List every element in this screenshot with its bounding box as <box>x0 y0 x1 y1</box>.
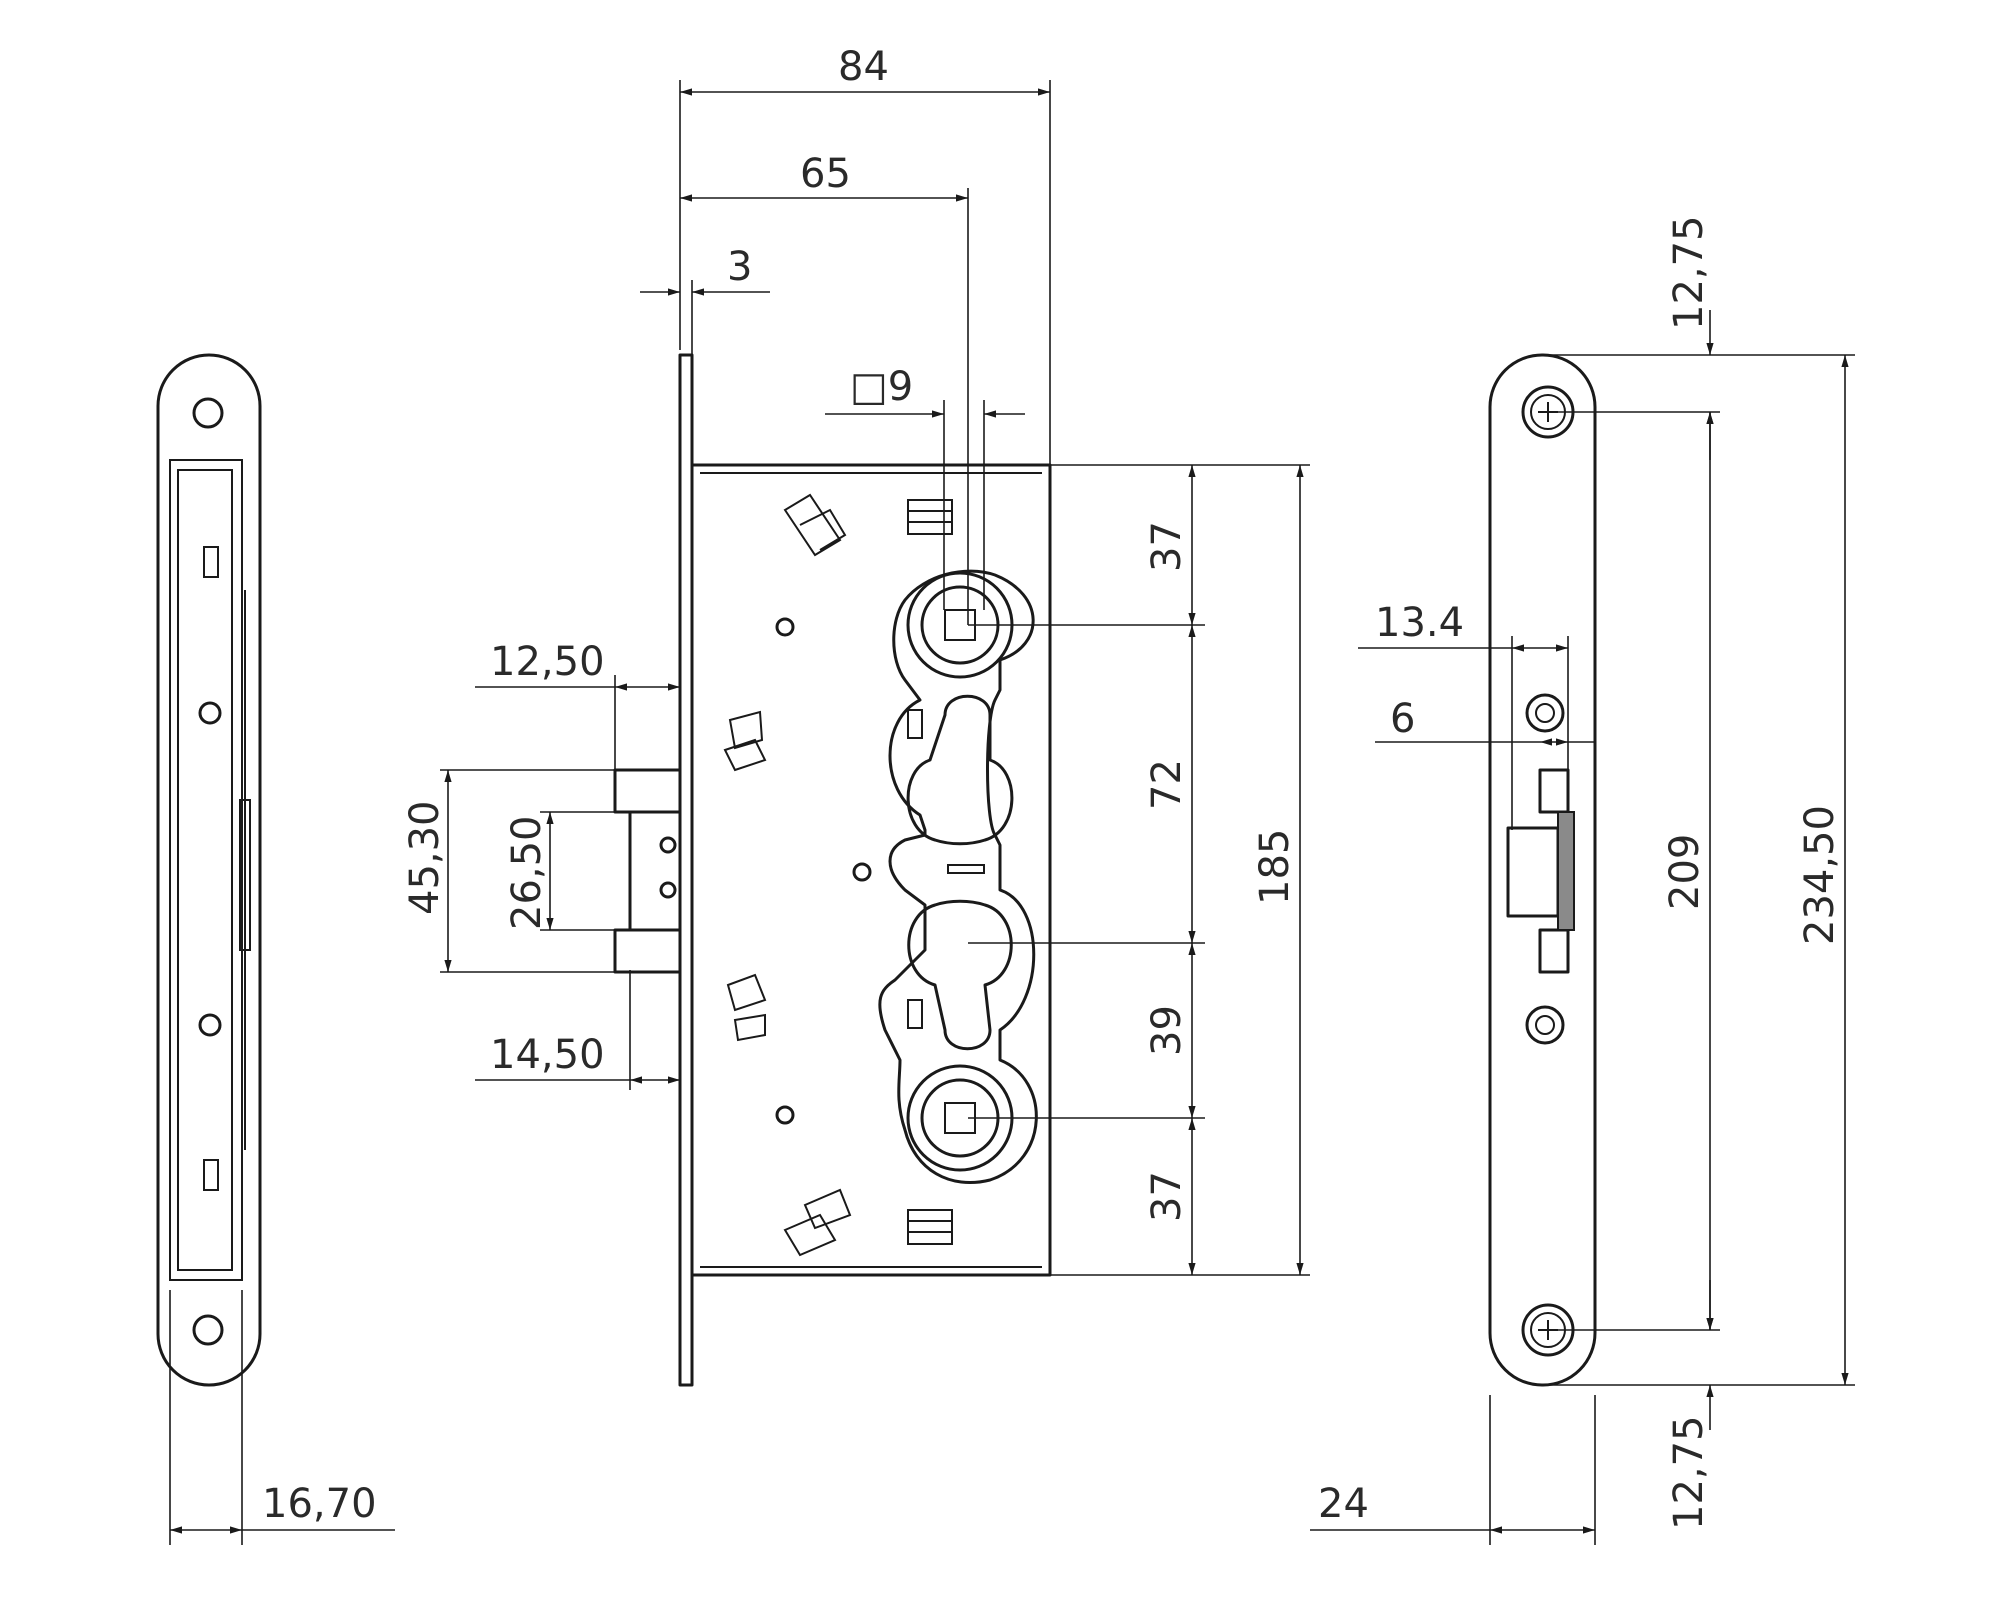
dim-12-75-bottom-label: 12,75 <box>1666 1415 1712 1530</box>
side-view: 16,70 <box>156 353 395 1545</box>
front-follower-plate <box>878 569 1038 1185</box>
front-slot-center <box>947 864 985 874</box>
side-slot-bottom <box>203 1159 219 1191</box>
side-top-screw-hole <box>192 397 224 429</box>
front-faceplate-strip <box>678 353 694 1387</box>
side-case-outline <box>169 459 243 1281</box>
front-upper-cylinder-cutout <box>906 694 1014 846</box>
side-case-inner <box>177 469 233 1271</box>
front-grille-bottom <box>907 1209 953 1245</box>
front-spring-mid-bottom <box>726 973 767 1042</box>
dim-185-label: 185 <box>1252 829 1298 905</box>
front-view: 84 65 3 □9 12,50 14,50 45,30 <box>402 44 1310 1387</box>
front-spring-bottom <box>783 1188 852 1257</box>
front-spring-top <box>783 493 847 557</box>
dim-72-label: 72 <box>1144 759 1190 810</box>
side-rivet-lower <box>198 1013 222 1037</box>
faceplate-latch-opening <box>1506 826 1560 918</box>
dim-65-label: 65 <box>800 151 851 197</box>
faceplate-bolt-bottom <box>1538 928 1570 974</box>
dim-14-50-label: 14,50 <box>490 1032 605 1078</box>
dim-39-label: 39 <box>1144 1005 1190 1056</box>
front-hole-3 <box>775 1105 795 1125</box>
dim-37-bottom-label: 37 <box>1144 1171 1190 1222</box>
front-latch <box>628 810 682 932</box>
front-slot-upper <box>907 709 923 739</box>
front-case-body <box>690 463 1052 1277</box>
faceplate-view: 13.4 6 12,75 209 12,75 234,50 24 <box>1310 215 1855 1545</box>
front-bolt-bottom <box>613 928 682 974</box>
dim-209-label: 209 <box>1662 834 1708 910</box>
front-hole-1 <box>775 617 795 637</box>
faceplate-rivet-bottom <box>1525 1005 1565 1045</box>
front-bolt-top <box>613 768 682 814</box>
faceplate-latch-tongue <box>1557 811 1575 931</box>
dim-37-top-label: 37 <box>1144 521 1190 572</box>
dim-24-label: 24 <box>1318 1481 1369 1527</box>
dim-84-label: 84 <box>838 44 889 90</box>
front-hole-2 <box>852 862 872 882</box>
front-spring-mid-top <box>723 710 767 772</box>
faceplate-outline <box>1488 353 1597 1387</box>
dim-234-50-label: 234,50 <box>1797 805 1843 945</box>
side-bolt-profile <box>239 799 251 951</box>
dim-45-30-label: 45,30 <box>402 800 448 915</box>
dim-13-4-label: 13.4 <box>1375 600 1464 646</box>
dim-12-50-label: 12,50 <box>490 639 605 685</box>
side-slot-top <box>203 546 219 578</box>
dim-6-label: 6 <box>1390 696 1415 742</box>
side-bottom-screw-hole <box>192 1314 224 1346</box>
front-slot-lower <box>907 999 923 1029</box>
faceplate-bolt-top <box>1538 768 1570 814</box>
front-grille-top <box>907 499 953 535</box>
side-rivet-upper <box>198 701 222 725</box>
side-faceplate-outline <box>156 353 262 1387</box>
dim-26-50-label: 26,50 <box>504 815 550 930</box>
front-latch-pin-upper <box>659 836 677 854</box>
faceplate-rivet-top <box>1525 693 1565 733</box>
front-latch-pin-lower <box>659 881 677 899</box>
dim-16-70-label: 16,70 <box>262 1481 377 1527</box>
dim-3-label: 3 <box>727 244 752 290</box>
front-lower-cylinder-cutout <box>907 899 1013 1051</box>
dim-9-label: □9 <box>850 364 913 410</box>
dim-12-75-top-label: 12,75 <box>1666 215 1712 330</box>
